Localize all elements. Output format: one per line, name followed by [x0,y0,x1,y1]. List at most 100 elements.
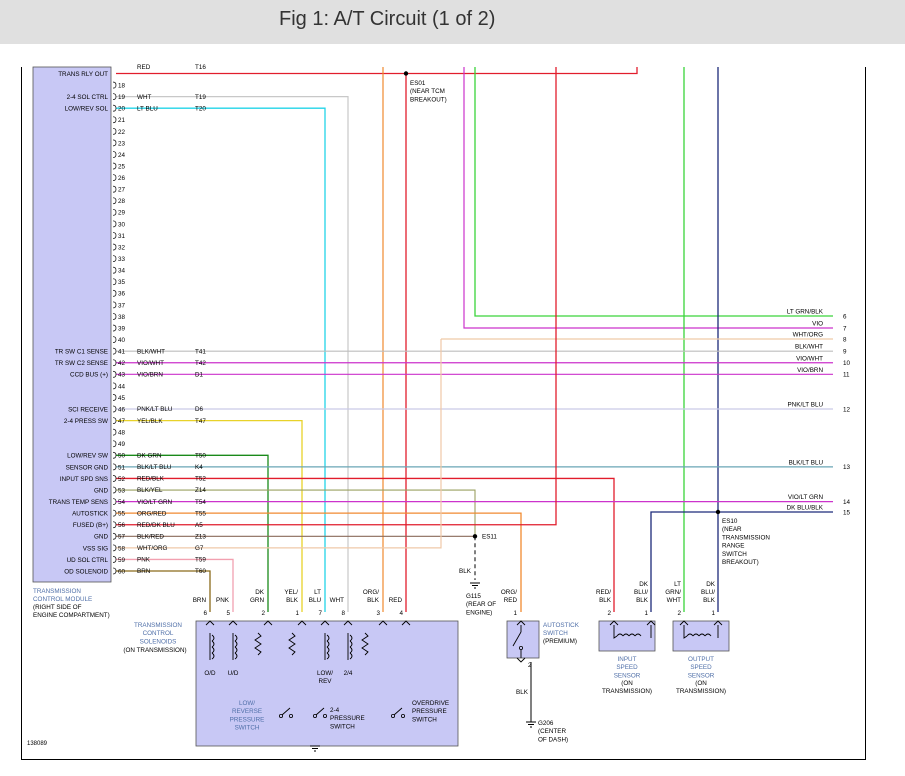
right-wire-color: VIO [812,321,823,328]
tcm-pin-function: FUSED (B+) [73,522,108,529]
solenoid-od-label: O/D [204,670,216,677]
connector-terminal [112,475,117,482]
tcm-pin-number: 24 [118,152,126,159]
circuit-id-label: T41 [195,348,206,355]
right-wire-number: 9 [843,348,847,355]
two4-pressure-switch [322,714,327,719]
connector-terminal [112,509,117,517]
connector-terminal [112,394,117,401]
tcm-pin-function: TR SW C1 SENSE [55,349,108,356]
wire-color-label: PNK/LT BLU [137,406,173,413]
pack-wire-label: LT [314,589,321,596]
solenoid-lowrev-coil [326,640,330,648]
pack-terminal [263,620,273,626]
input-speed-sensor-label: SPEED [616,664,638,671]
pack-wire-label: BLU [309,597,322,604]
circuit-id-label: T16 [195,64,206,71]
ground-g206-label: (CENTER [538,728,566,735]
wire-red-blk [116,477,615,612]
tcm-pin-number: 40 [118,337,126,344]
output-speed-sensor-box [672,620,730,652]
wire-color-label: ORG/RED [137,510,167,517]
autostick-contact [519,646,524,651]
wire-color-label: VIO/WHT [137,360,164,367]
solenoid-2-4-coil [349,640,353,648]
autostick-terminal [516,657,526,663]
tcm-pin-number: 56 [118,522,126,529]
tcm-pin-number: 31 [118,233,126,240]
pack-pin-number: 1 [295,610,299,617]
lowrev-pressure-switch [288,714,293,719]
figure-header: Fig 1: A/T Circuit (1 of 2) [0,0,905,44]
pack-pin-number: 6 [203,610,207,617]
connector-terminal [112,486,117,494]
tcm-pin-number: 54 [118,499,126,506]
figure-code: 138089 [27,741,48,747]
autostick-pin-label: 1 [513,610,517,617]
wire-lt-grn-blk [474,67,833,317]
tcm-pin-number: 35 [118,279,126,286]
solenoid-pack-box [195,620,459,747]
solenoid-2-4-coil [349,646,353,654]
pack-wire-label: WHT [330,597,344,604]
od-switch-label: SWITCH [412,716,437,723]
output-speed-sensor-wire-label: BLK [703,597,716,604]
connector-terminal [112,324,117,332]
tcm-pin-number: 28 [118,198,126,205]
pack-terminal [378,620,388,626]
tcm-pin-number: 42 [118,360,126,367]
od-switch-label: OVERDRIVE [412,700,449,707]
right-wire-color: VIO/LT GRN [788,494,824,501]
solenoid-2-4-coil [349,652,353,660]
tcm-pin-number: 18 [118,82,126,89]
od-switch-label: PRESSURE [412,708,447,715]
input-speed-sensor-coil [613,634,652,639]
tcm-pin-number: 32 [118,244,126,251]
solenoid-ud-coil [234,640,238,648]
connector-terminal [112,405,117,413]
autostick-location: (PREMIUM) [543,638,577,645]
tcm-pin-function: INPUT SPD SNS [60,476,108,483]
connector-terminal [112,359,117,367]
wire-color-label: BRN [137,568,151,575]
solenoid-lowrev-coil [326,652,330,660]
input-speed-sensor-wire-label: DK [639,581,649,588]
pack-pin-number: 2 [261,610,265,617]
wire-dk-grn [116,454,269,612]
input-speed-sensor-pin-label: 1 [644,610,648,617]
tcm-pin-function: CCD BUS (+) [70,372,108,379]
pack-wire-label: ORG/ [363,589,379,596]
wire-trans-rly-out [116,67,638,75]
input-speed-sensor-location: (ON [621,680,633,687]
ground-g206-label: G206 [538,720,554,727]
right-wire-number: 10 [843,360,851,367]
pack-wire-label: BRN [193,597,207,604]
connector-terminal [112,151,117,158]
right-wire-color: DK BLU/BLK [787,505,824,512]
input-speed-sensor-label: SENSOR [614,672,641,679]
output-speed-sensor-terminal [679,620,689,626]
solenoid-od-coil [211,652,215,660]
right-wire-color: WHT/ORG [793,332,824,339]
solenoid-pack-title: CONTROL [143,630,174,637]
output-speed-sensor-coil [686,633,694,637]
circuit-id-label: Z14 [195,487,206,494]
solenoid-ud-coil [234,652,238,660]
tcm-pin-number: 43 [118,372,126,379]
tcm-location: ENGINE COMPARTMENT) [33,612,110,619]
solenoid-2-4-label: 2/4 [344,670,353,677]
connector-terminal [112,289,117,297]
solenoid-ud-coil [234,634,238,642]
tcm-pin-function: GND [94,534,108,541]
splice-es10-label: SWITCH [722,551,747,558]
tcm-pin-number: 25 [118,163,126,170]
two4-switch-label: 2-4 [330,707,340,714]
wire-wht-2-4-sol [116,96,349,612]
pack-terminal [401,620,411,626]
tcm-pin-function: UD SOL CTRL [67,557,109,564]
input-speed-sensor-terminal [609,620,619,626]
input-speed-sensor-label: INPUT [618,656,637,663]
output-speed-sensor-coil [692,633,700,637]
solenoid-od-coil [211,640,215,648]
